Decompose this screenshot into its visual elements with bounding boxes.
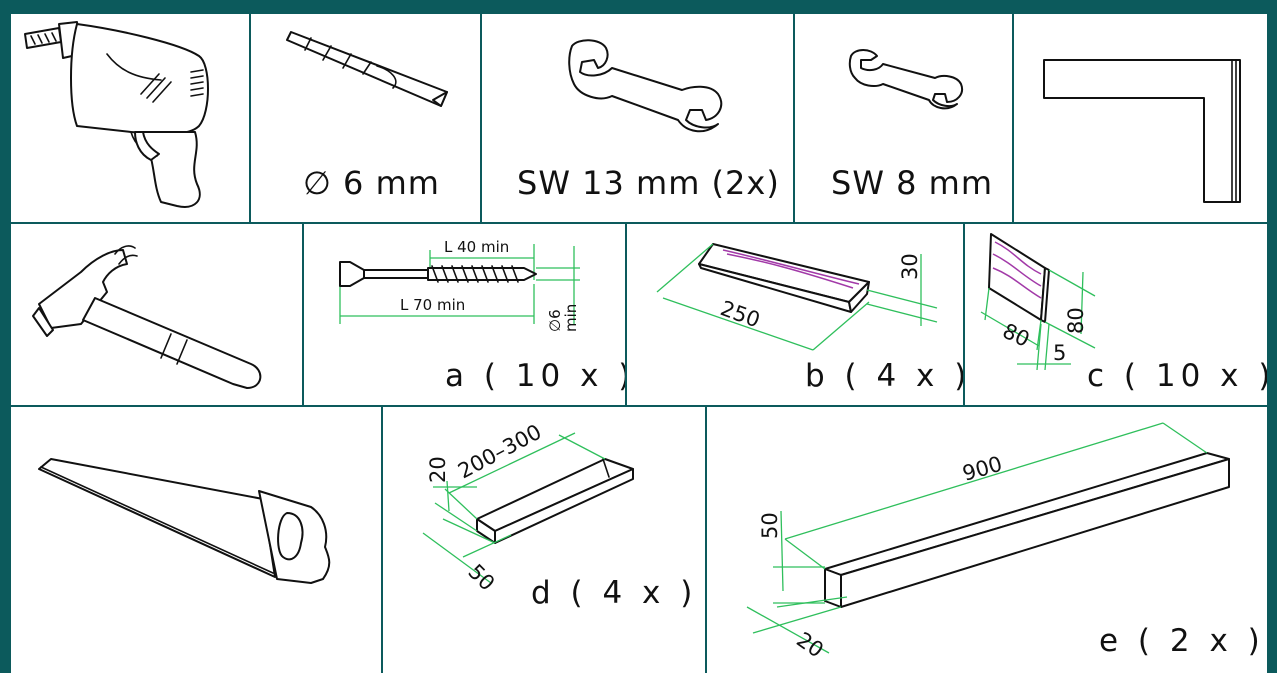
part-a-quantity-label: a ( 10 x ) xyxy=(445,358,625,394)
short-batten-cell: 200–300 20 50 d ( 4 x ) xyxy=(383,407,705,673)
screw-length-top-label: L 40 min xyxy=(444,238,509,256)
drill-bit-cell: ∅ 6 mm xyxy=(251,14,480,222)
wedge-length-label: 250 xyxy=(717,296,763,332)
wrench-13-size-label: SW 13 mm (2x) xyxy=(517,164,780,202)
drill-bit-size-label: ∅ 6 mm xyxy=(303,164,440,202)
shim-thickness-label: 5 xyxy=(1053,341,1066,365)
screw-diameter-note-label: min xyxy=(562,304,580,332)
part-d-quantity-label: d ( 4 x ) xyxy=(531,575,698,611)
long-batten-length-label: 900 xyxy=(960,452,1005,486)
wedge-height-label: 30 xyxy=(898,253,922,280)
saw-cell xyxy=(11,407,381,673)
screw-cell: L 40 min L 70 min ∅6 min a ( 10 x ) xyxy=(304,224,625,405)
screw-length-bottom-label: L 70 min xyxy=(400,296,465,314)
part-c-quantity-label: c ( 10 x ) xyxy=(1087,358,1267,394)
shim-cell: 80 80 5 c ( 10 x ) xyxy=(965,224,1267,405)
wrench-8-cell: SW 8 mm xyxy=(795,14,1012,222)
short-batten-width-label: 50 xyxy=(463,560,499,596)
short-batten-length-label: 200–300 xyxy=(454,420,545,484)
shim-height-label: 80 xyxy=(1064,307,1088,334)
part-e-quantity-label: e ( 2 x ) xyxy=(1099,623,1265,659)
wrench-8-size-label: SW 8 mm xyxy=(831,164,993,202)
screw-diameter-label: ∅6 xyxy=(546,309,564,332)
short-batten-height-label: 20 xyxy=(426,456,450,483)
long-batten-height-label: 50 xyxy=(758,512,782,539)
drill-cell xyxy=(11,14,249,222)
square-cell xyxy=(1014,14,1267,222)
long-batten-width-label: 20 xyxy=(792,627,828,662)
wrench-13-cell: SW 13 mm (2x) xyxy=(482,14,793,222)
shim-width-label: 80 xyxy=(999,319,1033,352)
part-b-quantity-label: b ( 4 x ) xyxy=(805,358,963,394)
long-batten-cell: 900 50 20 e ( 2 x ) xyxy=(707,407,1267,673)
hammer-cell xyxy=(11,224,302,405)
wedge-cell: 250 30 b ( 4 x ) xyxy=(627,224,963,405)
